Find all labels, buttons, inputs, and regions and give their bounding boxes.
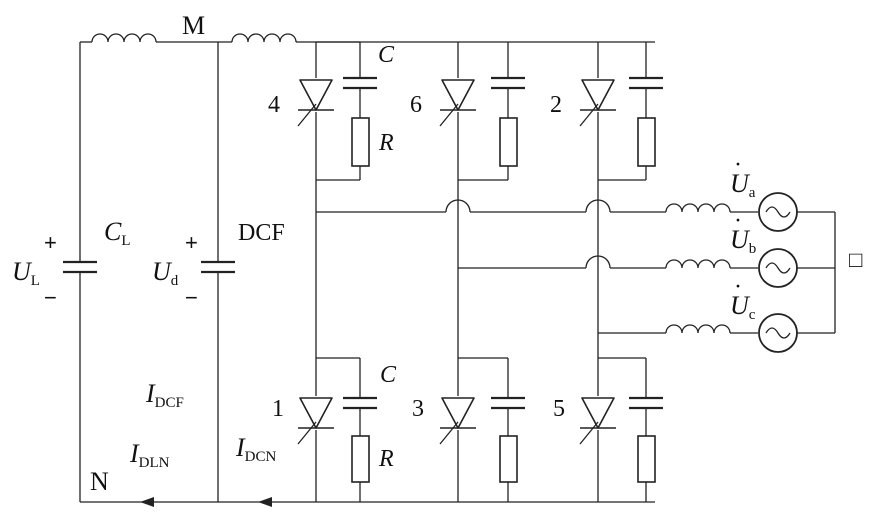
voltage-uc-label: Uc (730, 291, 756, 323)
resistor-r-top-3 (637, 117, 656, 167)
thyristor-3 (439, 397, 476, 445)
current-arrow-dln (140, 497, 154, 507)
resistor-r-top-2 (499, 117, 518, 167)
node-m-label: M (182, 11, 205, 40)
current-arrow-dcn (258, 497, 272, 507)
snubber-top-row (316, 41, 663, 181)
voltage-ua-label: Ua (730, 169, 756, 201)
res-r-label-bottom: R (378, 446, 394, 472)
thyristor-2 (579, 79, 616, 127)
thyristor-5 (579, 397, 616, 445)
uc-dot: · (734, 274, 742, 300)
thyristor-6-label: 6 (410, 92, 422, 118)
ac-source-a (758, 192, 798, 232)
phase-a-line (316, 199, 758, 213)
ul-minus-sign: − (44, 285, 57, 310)
inductor-phase-b (665, 259, 731, 269)
top-rail (80, 33, 655, 43)
thyristor-4 (297, 79, 334, 127)
thyristor-6 (439, 79, 476, 127)
ub-dot: · (734, 208, 742, 234)
resistor-r-top-1 (351, 117, 370, 167)
voltage-ul-label: UL (12, 257, 40, 289)
middle-branch-cd (201, 42, 235, 502)
ud-minus-sign: − (185, 285, 198, 310)
cap-c-label-bottom: C (380, 362, 397, 388)
cap-c-label-top: C (378, 42, 395, 68)
current-idcf-label: IDCF (145, 379, 184, 411)
capacitor-cl-label: CL (104, 217, 131, 249)
ac-source-b (758, 248, 798, 288)
bottom-rail (80, 497, 655, 507)
current-idln-label: IDLN (129, 439, 170, 471)
thyristor-4-label: 4 (268, 92, 280, 118)
inductor-phase-a (665, 203, 731, 213)
thyristor-1-label: 1 (272, 396, 284, 422)
current-idcn-label: IDCN (235, 433, 277, 465)
inductor-top-right (231, 33, 297, 43)
resistor-r-bottom-1 (351, 435, 370, 483)
res-r-label-top: R (378, 130, 394, 156)
ac-source-c (758, 313, 798, 353)
thyristor-5-label: 5 (553, 396, 565, 422)
phase-c-line (598, 324, 758, 334)
phase-b-line (458, 255, 758, 269)
bridge-legs (315, 42, 599, 502)
neutral-box-glyph: □ (849, 247, 862, 272)
ul-plus-sign: + (44, 230, 57, 255)
resistor-r-bottom-3 (637, 435, 656, 483)
resistor-r-bottom-2 (499, 435, 518, 483)
neutral-bus (797, 211, 836, 334)
voltage-ub-label: Ub (730, 225, 756, 257)
thyristor-1 (297, 397, 334, 445)
inductor-top-left (91, 33, 157, 43)
dcf-label: DCF (238, 220, 285, 246)
snubber-bottom-row (316, 357, 663, 502)
left-branch-cl (63, 42, 97, 502)
node-n-label: N (90, 467, 109, 496)
inductor-phase-c (665, 324, 731, 334)
ud-plus-sign: + (185, 230, 198, 255)
thyristor-3-label: 3 (412, 396, 424, 422)
thyristor-2-label: 2 (550, 92, 562, 118)
voltage-ud-label: Ud (152, 257, 179, 289)
ua-dot: · (734, 152, 742, 178)
